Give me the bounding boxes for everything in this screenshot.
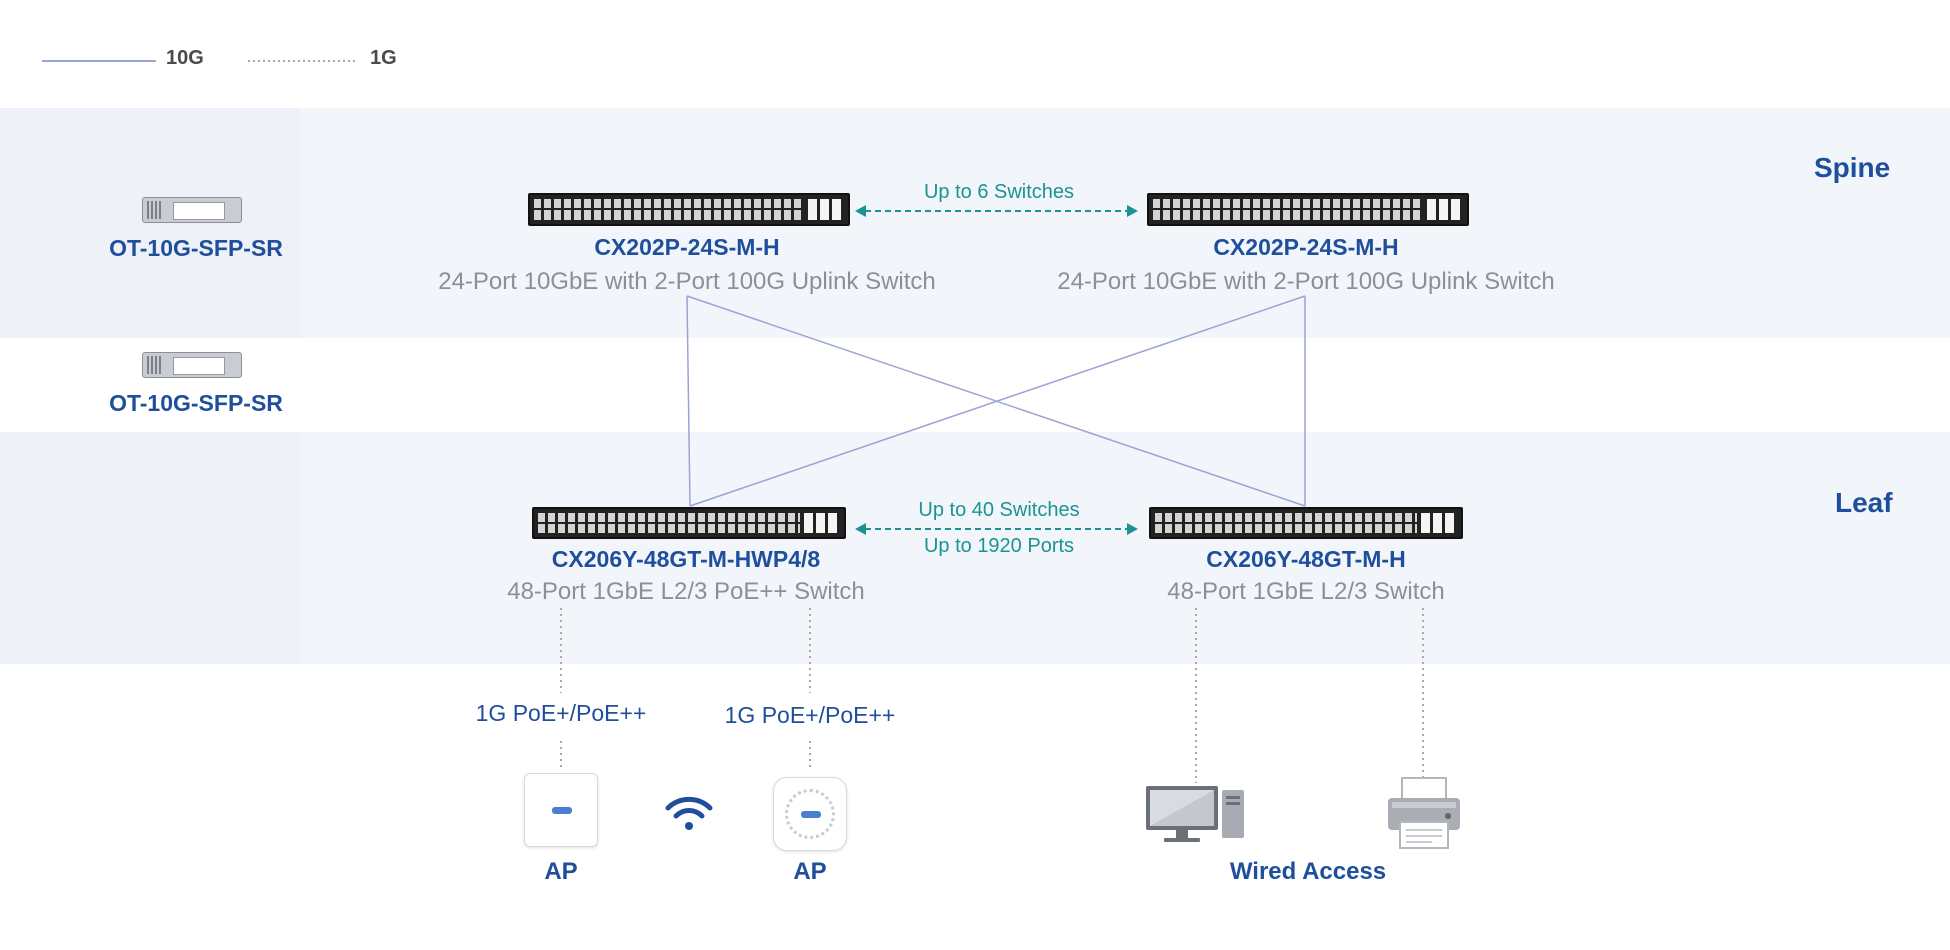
desktop-computer-icon [1146, 786, 1244, 842]
printer-icon [1388, 777, 1460, 849]
transceiver-label: OT-10G-SFP-SR [109, 235, 283, 261]
access-point-icon [773, 777, 847, 851]
leaf-band [0, 432, 1950, 664]
leaf-switch-desc: 48-Port 1GbE L2/3 PoE++ Switch [507, 578, 865, 605]
leaf-link-label-switches: Up to 40 Switches [918, 499, 1080, 521]
access-point-icon [524, 773, 598, 847]
leaf-switch-icon [1149, 507, 1463, 539]
ap-label: AP [544, 858, 578, 885]
spine-switch-icon [528, 193, 850, 226]
leaf-switch-model: CX206Y-48GT-M-H [1206, 546, 1406, 572]
link-spine2-leaf1 [689, 295, 1306, 507]
leaf-switch-icon [532, 507, 846, 539]
spine-switch-model: CX202P-24S-M-H [594, 234, 780, 260]
spine-link-label: Up to 6 Switches [923, 181, 1075, 203]
tier-label-leaf: Leaf [1835, 487, 1893, 518]
leaf-peer-arrow-left [855, 523, 866, 535]
spine-peer-arrow-right [1127, 205, 1138, 217]
spine-switch-desc: 24-Port 10GbE with 2-Port 100G Uplink Sw… [438, 268, 936, 295]
sfp-transceiver-icon [142, 197, 242, 223]
spine-switch-icon [1147, 193, 1469, 226]
link-spine1-leaf1 [686, 295, 691, 507]
leaf-peer-arrow-right [1127, 523, 1138, 535]
leaf-link-label-ports: Up to 1920 Ports [923, 535, 1075, 557]
tier-label-spine: Spine [1814, 152, 1891, 183]
leaf-switch-desc: 48-Port 1GbE L2/3 Switch [1167, 578, 1445, 605]
wired-access-label: Wired Access [1229, 858, 1387, 885]
ap-label: AP [793, 858, 827, 885]
poe-label: 1G PoE+/PoE++ [475, 700, 647, 726]
spine-switch-desc: 24-Port 10GbE with 2-Port 100G Uplink Sw… [1057, 268, 1555, 295]
spine-band [0, 108, 1950, 338]
legend-10g-label: 10G [166, 47, 204, 69]
leaf-switch-model: CX206Y-48GT-M-HWP4/8 [551, 546, 821, 572]
wifi-icon [665, 796, 713, 830]
spine-peer-arrow-left [855, 205, 866, 217]
sfp-transceiver-icon [142, 352, 242, 378]
legend-1g-label: 1G [370, 47, 397, 69]
spine-switch-model: CX202P-24S-M-H [1213, 234, 1399, 260]
poe-label: 1G PoE+/PoE++ [724, 702, 896, 728]
transceiver-label: OT-10G-SFP-SR [109, 390, 283, 416]
